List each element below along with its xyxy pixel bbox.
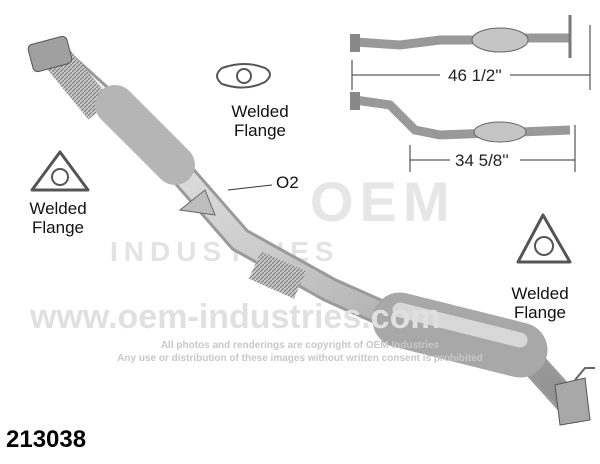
flange-gasket-icon	[216, 63, 271, 89]
inlet-flange	[27, 35, 73, 73]
main-pipe	[27, 35, 595, 426]
flange-gasket-icon	[516, 213, 572, 264]
catalytic-converter	[372, 292, 548, 378]
secondary-length: 34 5/8''	[455, 151, 509, 170]
flange-label-right: Welded Flange	[511, 284, 569, 322]
o2-sensor-label: O2	[276, 173, 299, 192]
watermark-url: www.oem-industries.com	[30, 298, 441, 336]
copyright-line-1: All photos and renderings are copyright …	[160, 340, 440, 351]
overall-length: 46 1/2''	[448, 66, 502, 85]
outlet-flange	[554, 377, 591, 426]
flange-gasket-icon	[30, 150, 90, 192]
dimension-diagram	[350, 15, 591, 172]
copyright-line-2: Any use or distribution of these images …	[117, 353, 483, 364]
part-number: 213038	[6, 426, 87, 453]
flange-label-left: Welded Flange	[29, 199, 87, 237]
o2-leader-line	[227, 184, 273, 191]
watermark-brand: OEM	[310, 170, 456, 233]
flange-label-top: Welded Flange	[231, 102, 289, 140]
